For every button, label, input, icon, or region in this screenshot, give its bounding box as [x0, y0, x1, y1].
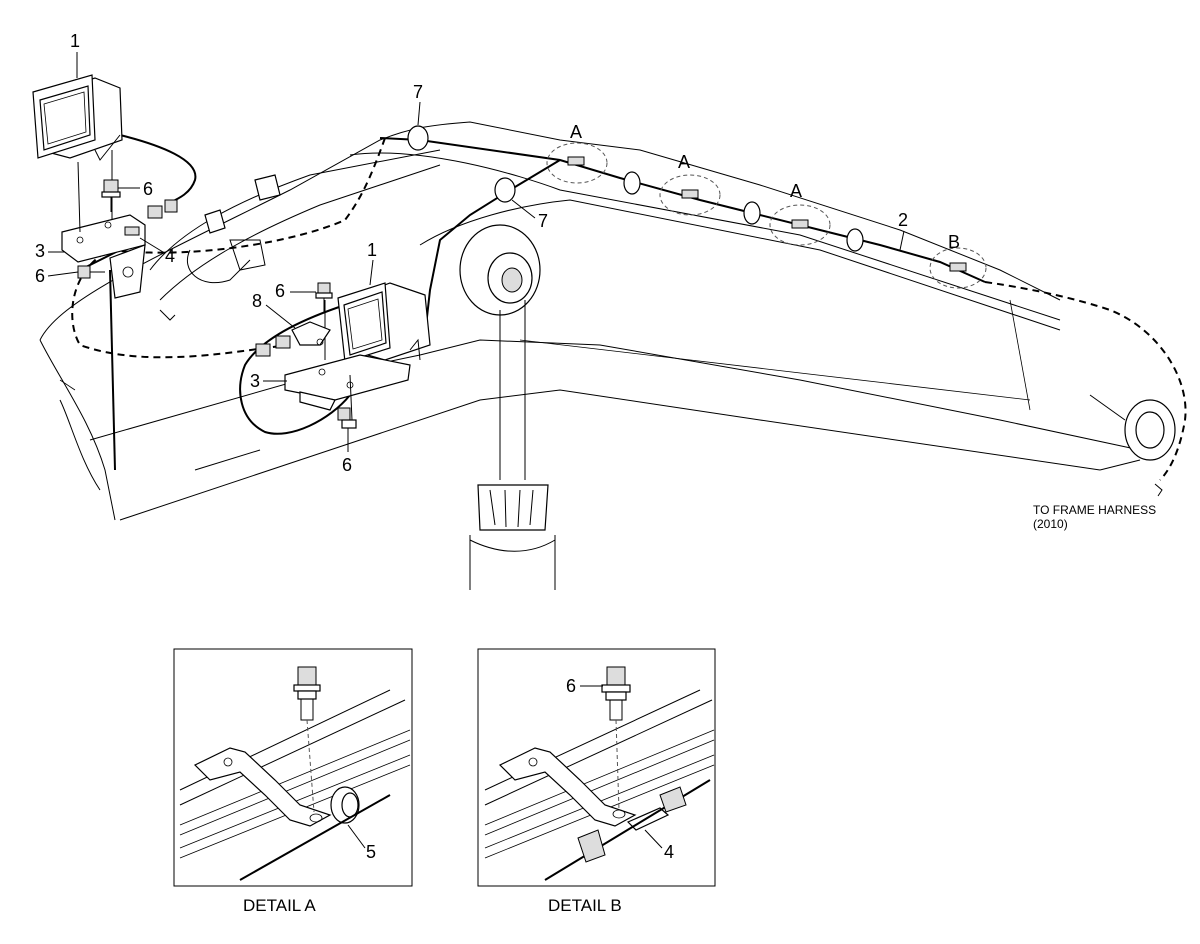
callout-4-left: 4: [165, 246, 175, 266]
lamp-bracket-left: [61, 150, 146, 299]
callout-a-3: A: [790, 181, 802, 201]
clip-ring-1: [623, 171, 641, 195]
callout-7-upper: 7: [413, 82, 423, 102]
callout-3-left: 3: [35, 241, 45, 261]
detail-a-marker-3: [769, 204, 831, 246]
callout-6-left-top: 6: [143, 179, 153, 199]
work-lamp-right: [337, 282, 431, 363]
note-line-1: TO FRAME HARNESS: [1033, 503, 1156, 517]
boom-cylinder: [459, 224, 556, 590]
callout-a-2: A: [678, 152, 690, 172]
caption-detail-b: DETAIL B: [548, 896, 622, 915]
callout-2: 2: [898, 210, 908, 230]
callout-1-right: 1: [367, 240, 377, 260]
connector-4-left: [124, 199, 178, 236]
callout-3-right: 3: [250, 371, 260, 391]
callout-1-left: 1: [70, 31, 80, 51]
bolt-6-right-bottom: [337, 407, 357, 429]
callouts: 1 6 3 4 6 7 7 A A A B 2 1 6 8 3 6: [35, 31, 960, 475]
callout-5: 5: [366, 842, 376, 862]
detail-markers: [546, 142, 987, 289]
detail-b-view: 6 4: [477, 648, 716, 887]
callout-6-detail-b: 6: [566, 676, 576, 696]
callout-6-right-top: 6: [275, 281, 285, 301]
detail-a-view: 5: [173, 648, 413, 887]
callout-6-right-bottom: 6: [342, 455, 352, 475]
bolt-6-left-top: [101, 179, 121, 212]
caption-detail-a: DETAIL A: [243, 896, 316, 915]
detail-b-marker: [929, 247, 987, 289]
work-lamp-left: [32, 74, 123, 161]
harness-clips: [407, 125, 864, 252]
arm-cylinder-linkage: [149, 149, 441, 321]
clamp-8: [291, 321, 331, 346]
callout-a-1: A: [570, 122, 582, 142]
callout-4-detail-b: 4: [664, 842, 674, 862]
frame-harness-note: TO FRAME HARNESS (2010): [1033, 503, 1156, 531]
bolt-6-left-side: [77, 265, 105, 279]
detail-a-marker-2: [659, 174, 721, 216]
clip-ring-2: [743, 201, 761, 225]
detail-a-marker-1: [546, 142, 608, 184]
lamp-bracket-right: [284, 300, 411, 421]
boom-structure: [39, 121, 1176, 521]
bolt-6-right-top: [315, 282, 333, 312]
callout-7-lower: 7: [538, 211, 548, 231]
callout-6-left-side: 6: [35, 266, 45, 286]
clip-ring-3: [846, 228, 864, 252]
note-line-2: (2010): [1033, 517, 1068, 531]
callout-b: B: [948, 232, 960, 252]
callout-8: 8: [252, 291, 262, 311]
clip-7-lower: [494, 177, 516, 203]
connector-right: [255, 335, 291, 357]
clip-7-upper: [407, 125, 429, 151]
